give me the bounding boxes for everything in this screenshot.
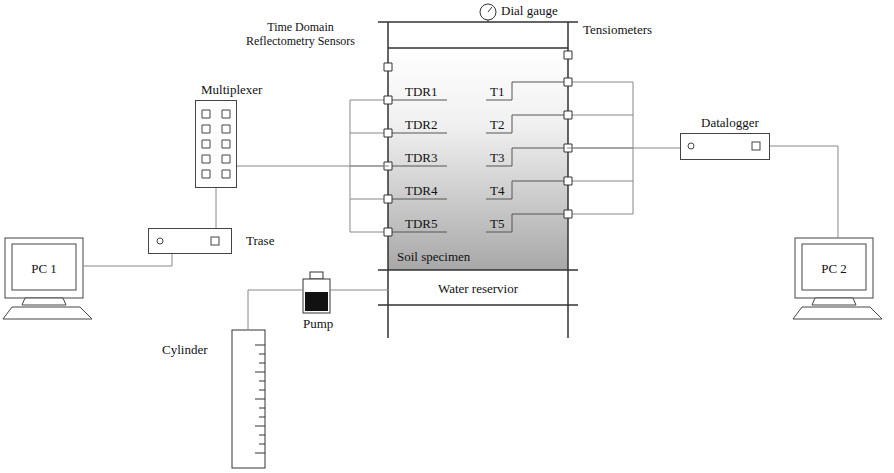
connector-wire [248, 290, 303, 330]
dial-gauge: Dial gauge [480, 4, 496, 20]
cylinder-body [232, 330, 265, 468]
cylinder-scale [255, 345, 265, 453]
connector-wire [83, 254, 172, 266]
node-label: Water reservior [438, 281, 518, 296]
connector-wire [330, 290, 389, 291]
sensor-label: T4 [490, 183, 504, 198]
connector-wire [567, 148, 680, 149]
pump-motor [305, 292, 328, 311]
trase-knob [157, 238, 163, 244]
node-label: Soil specimen [397, 249, 470, 264]
computer: PC 2 [795, 238, 873, 298]
node-label: Dial gauge [501, 3, 558, 18]
cylinder: Cylinder [232, 330, 265, 468]
pump-body [303, 279, 330, 313]
datalogger-box: Datalogger [680, 133, 770, 160]
sensor-label: T2 [490, 117, 504, 132]
monitor-screen [12, 244, 76, 290]
node-label: Pump [303, 316, 333, 331]
tensiometer-ports [564, 51, 572, 218]
sensor-label: T3 [490, 150, 504, 165]
pump-cap [310, 272, 323, 279]
node-label: Cylinder [162, 342, 208, 357]
tensiometer-lines [486, 82, 564, 232]
sensor-label: T5 [490, 216, 504, 231]
node-label: PC 2 [821, 261, 847, 276]
sensor-group-label: Time Domain Reflectometry Sensors [238, 20, 363, 48]
pump: Pump [303, 279, 330, 313]
connector-wire [237, 166, 389, 167]
datalogger-knob [688, 143, 694, 149]
tdr-probe-lines [392, 100, 447, 232]
multiplexer-ports [202, 110, 230, 178]
node-label: Datalogger [701, 115, 759, 130]
sensor-label: TDR5 [405, 216, 438, 231]
sensor-label: TDR2 [405, 117, 438, 132]
connector-wire [216, 188, 217, 228]
multiplexer-box: Multiplexer [195, 100, 237, 188]
monitor-screen [802, 244, 866, 290]
tdr-ports [384, 63, 392, 236]
node-label: Multiplexer [201, 82, 262, 97]
soil-fill [388, 48, 568, 270]
sensor-label: TDR4 [405, 183, 438, 198]
monitor-frame [795, 238, 873, 298]
water-reservoir: Water reservior [389, 271, 567, 305]
sensor-label: TDR3 [405, 150, 438, 165]
column-frame [378, 22, 578, 338]
sensor-label: TDR1 [405, 84, 438, 99]
node-label: Trase [246, 233, 274, 248]
node-label: PC 1 [31, 261, 57, 276]
computer: PC 1 [5, 238, 83, 298]
monitor-frame [5, 238, 83, 298]
sensor-label: T1 [490, 84, 504, 99]
sensor-group-label: Tensiometers [583, 22, 652, 37]
trase-box: Trase [148, 228, 232, 254]
dial-needle [488, 7, 492, 22]
computer-base [3, 298, 92, 319]
trase-button [211, 237, 219, 245]
datalogger-button [752, 142, 760, 150]
computer-base [793, 298, 882, 319]
connector-wire [770, 146, 838, 238]
